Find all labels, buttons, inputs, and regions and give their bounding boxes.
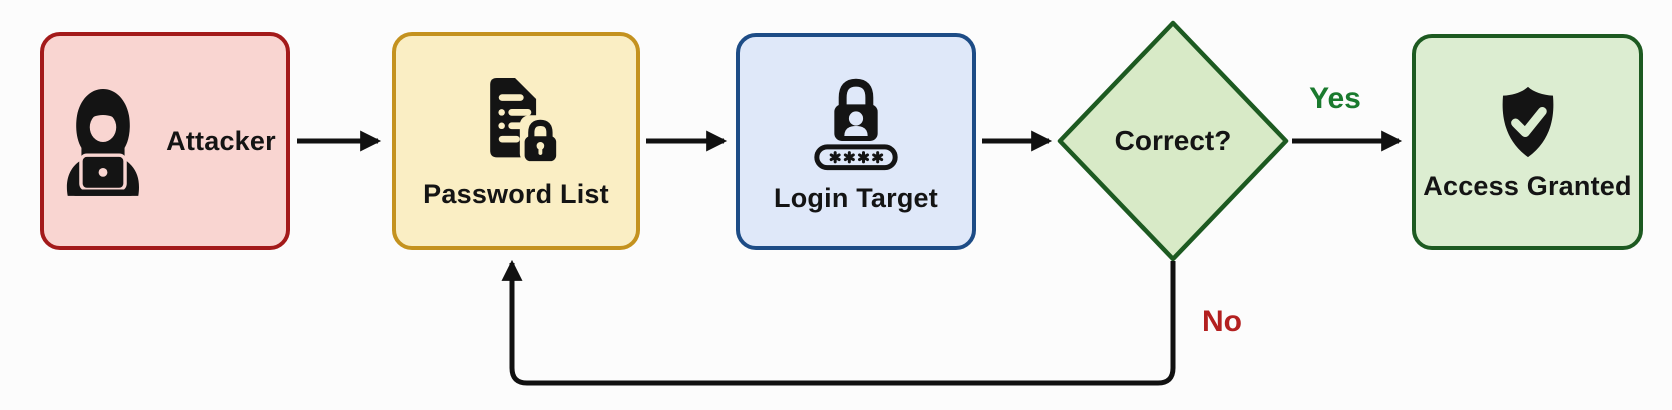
node-attacker: Attacker [40,32,290,250]
node-label-password-list: Password List [423,178,609,209]
decision-diamond [1057,20,1289,262]
node-label-attacker: Attacker [166,125,276,156]
edge-label-yes: Yes [1309,82,1361,115]
edge-label-no: No [1202,305,1242,338]
node-label-login-target: Login Target [774,183,938,213]
lock-password-icon [814,78,898,171]
node-login-target: Login Target [736,33,976,250]
node-label-access-granted: Access Granted [1423,170,1632,201]
password-asterisks [829,151,884,164]
node-access-granted: Access Granted [1412,34,1643,250]
hacker-laptop-icon [67,89,140,196]
shield-check-icon [1502,86,1553,157]
node-label-correct: Correct? [1114,125,1232,156]
document-lock-icon [490,77,560,163]
edge-no-loop [501,259,1176,386]
node-password-list: Password List [392,32,640,250]
